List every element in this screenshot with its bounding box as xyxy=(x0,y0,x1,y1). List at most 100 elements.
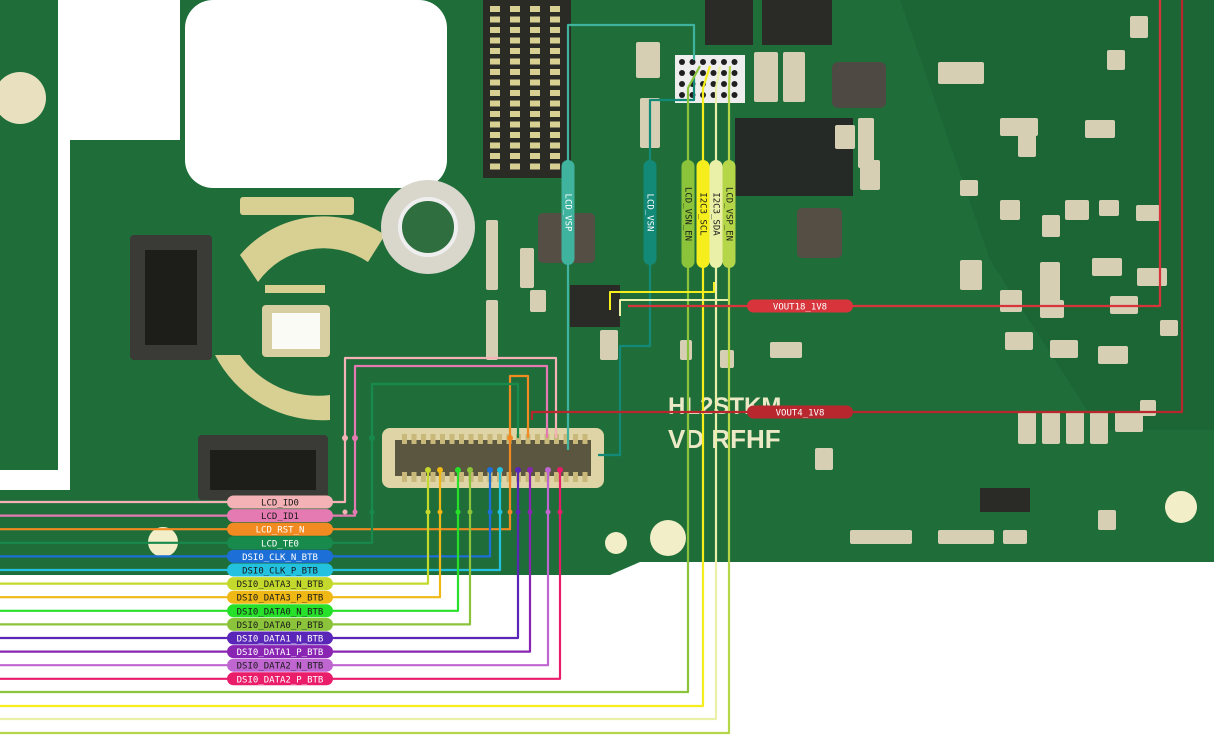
trace-via xyxy=(342,435,348,441)
passive-component xyxy=(1098,510,1116,530)
fpc-pin xyxy=(563,434,569,444)
svg-text:DSI0_CLK_P_BTB: DSI0_CLK_P_BTB xyxy=(242,567,318,577)
passive-component xyxy=(754,52,778,102)
connector-pin xyxy=(490,121,500,128)
passive-component xyxy=(1115,412,1143,432)
svg-text:I2C3_SCL: I2C3_SCL xyxy=(698,192,708,235)
fpc-pin xyxy=(525,472,531,482)
svg-text:LCD_RST_N: LCD_RST_N xyxy=(256,526,305,536)
svg-text:DSI0_DATA0_P_BTB: DSI0_DATA0_P_BTB xyxy=(237,621,324,631)
fpc-pin xyxy=(430,434,436,444)
svg-text:DSI0_CLK_N_BTB: DSI0_CLK_N_BTB xyxy=(242,553,318,563)
passive-component xyxy=(1000,200,1020,220)
passive-component xyxy=(938,62,984,84)
mounting-hole xyxy=(398,197,458,257)
passive-component xyxy=(783,52,805,102)
bga-ball xyxy=(710,81,717,87)
fpc-pin xyxy=(563,472,569,482)
connector-pin xyxy=(550,121,560,128)
fpc-pin xyxy=(573,472,578,482)
passive-component xyxy=(860,160,880,190)
passive-component xyxy=(1107,50,1125,70)
signal-label: DSI0_DATA3_N_BTB xyxy=(227,577,333,591)
svg-text:VOUT18_1V8: VOUT18_1V8 xyxy=(773,303,827,313)
connector-pin xyxy=(550,90,560,96)
connector-pin xyxy=(490,16,500,23)
fiducial-bottom-1 xyxy=(605,532,627,554)
trace-line xyxy=(0,470,430,585)
signal-label: LCD_TE0 xyxy=(227,536,333,550)
trace-via xyxy=(487,467,493,473)
fpc-pin xyxy=(497,434,502,444)
trace-via xyxy=(507,509,513,515)
passive-component xyxy=(1130,16,1148,38)
svg-text:DSI0_DATA2_N_BTB: DSI0_DATA2_N_BTB xyxy=(237,662,324,672)
connector-pin xyxy=(510,58,520,65)
trace-via xyxy=(455,467,461,473)
fpc-pin xyxy=(430,472,436,482)
svg-text:LCD_ID1: LCD_ID1 xyxy=(261,512,299,522)
signal-label: LCD_VSN_EN xyxy=(681,160,695,268)
fpc-pin xyxy=(582,434,588,444)
trace-via xyxy=(352,509,358,515)
connector-pin xyxy=(530,16,540,23)
connector-pin xyxy=(510,132,520,138)
signal-label: DSI0_CLK_P_BTB xyxy=(227,563,333,577)
fpc-pin xyxy=(582,472,588,482)
connector-pin xyxy=(510,111,520,117)
trace-via xyxy=(352,435,358,441)
fpc-pin xyxy=(402,434,407,444)
connector-pin xyxy=(510,69,520,75)
passive-component xyxy=(1066,412,1084,444)
pcb-left-strip xyxy=(0,0,58,470)
trace-line xyxy=(0,470,550,667)
signal-label: LCD_VSN xyxy=(643,160,657,265)
trace-line xyxy=(0,470,532,653)
connector-pin xyxy=(550,58,560,65)
fpc-pin xyxy=(459,434,464,444)
connector-pin xyxy=(490,48,500,54)
svg-text:DSI0_DATA1_N_BTB: DSI0_DATA1_N_BTB xyxy=(237,635,324,645)
connector-pin xyxy=(530,27,540,33)
signal-label: DSI0_DATA2_P_BTB xyxy=(227,672,333,686)
bga-ball xyxy=(679,92,685,98)
trace-line xyxy=(609,282,715,310)
svg-text:DSI0_DATA2_P_BTB: DSI0_DATA2_P_BTB xyxy=(237,675,324,685)
trace-via xyxy=(545,467,551,473)
connector-pin xyxy=(490,100,500,107)
fpc-pin xyxy=(554,434,559,444)
signal-label: DSI0_DATA3_P_BTB xyxy=(227,590,333,604)
signal-label: DSI0_DATA1_N_BTB xyxy=(227,631,333,645)
trace-via xyxy=(437,467,443,473)
passive-component xyxy=(680,340,692,360)
connector-pin xyxy=(530,132,540,138)
signal-label: DSI0_DATA1_P_BTB xyxy=(227,645,333,659)
passive-component xyxy=(1000,118,1038,136)
bga-ball xyxy=(731,81,738,87)
connector-pin xyxy=(550,48,560,54)
passive-component xyxy=(858,118,874,168)
connector-pin xyxy=(490,132,500,138)
trace-line xyxy=(598,75,696,457)
left-fiducial xyxy=(0,72,46,124)
bga-ball xyxy=(721,70,727,76)
signal-labels: LCD_ID0LCD_ID1LCD_RST_NLCD_TE0DSI0_CLK_N… xyxy=(227,160,853,686)
connector-pin xyxy=(510,121,520,128)
silk-text-line2: VD RFHF xyxy=(668,424,781,454)
passive-component xyxy=(1040,262,1060,312)
fpc-pin xyxy=(478,434,483,444)
signal-label: VOUT18_1V8 xyxy=(747,299,853,313)
fpc-pin xyxy=(468,434,474,444)
fpc-pin xyxy=(535,472,540,482)
connector-pin xyxy=(510,142,520,149)
svg-text:I2C3_SDA: I2C3_SDA xyxy=(711,192,721,236)
inductor-2 xyxy=(762,0,832,45)
connector-pin xyxy=(530,163,540,170)
left-mounting-hole xyxy=(79,72,131,124)
trace-line xyxy=(619,299,728,316)
trace-line xyxy=(0,470,520,640)
passive-component xyxy=(1092,258,1122,276)
passive-component xyxy=(1042,412,1060,444)
trace-via xyxy=(515,509,521,515)
